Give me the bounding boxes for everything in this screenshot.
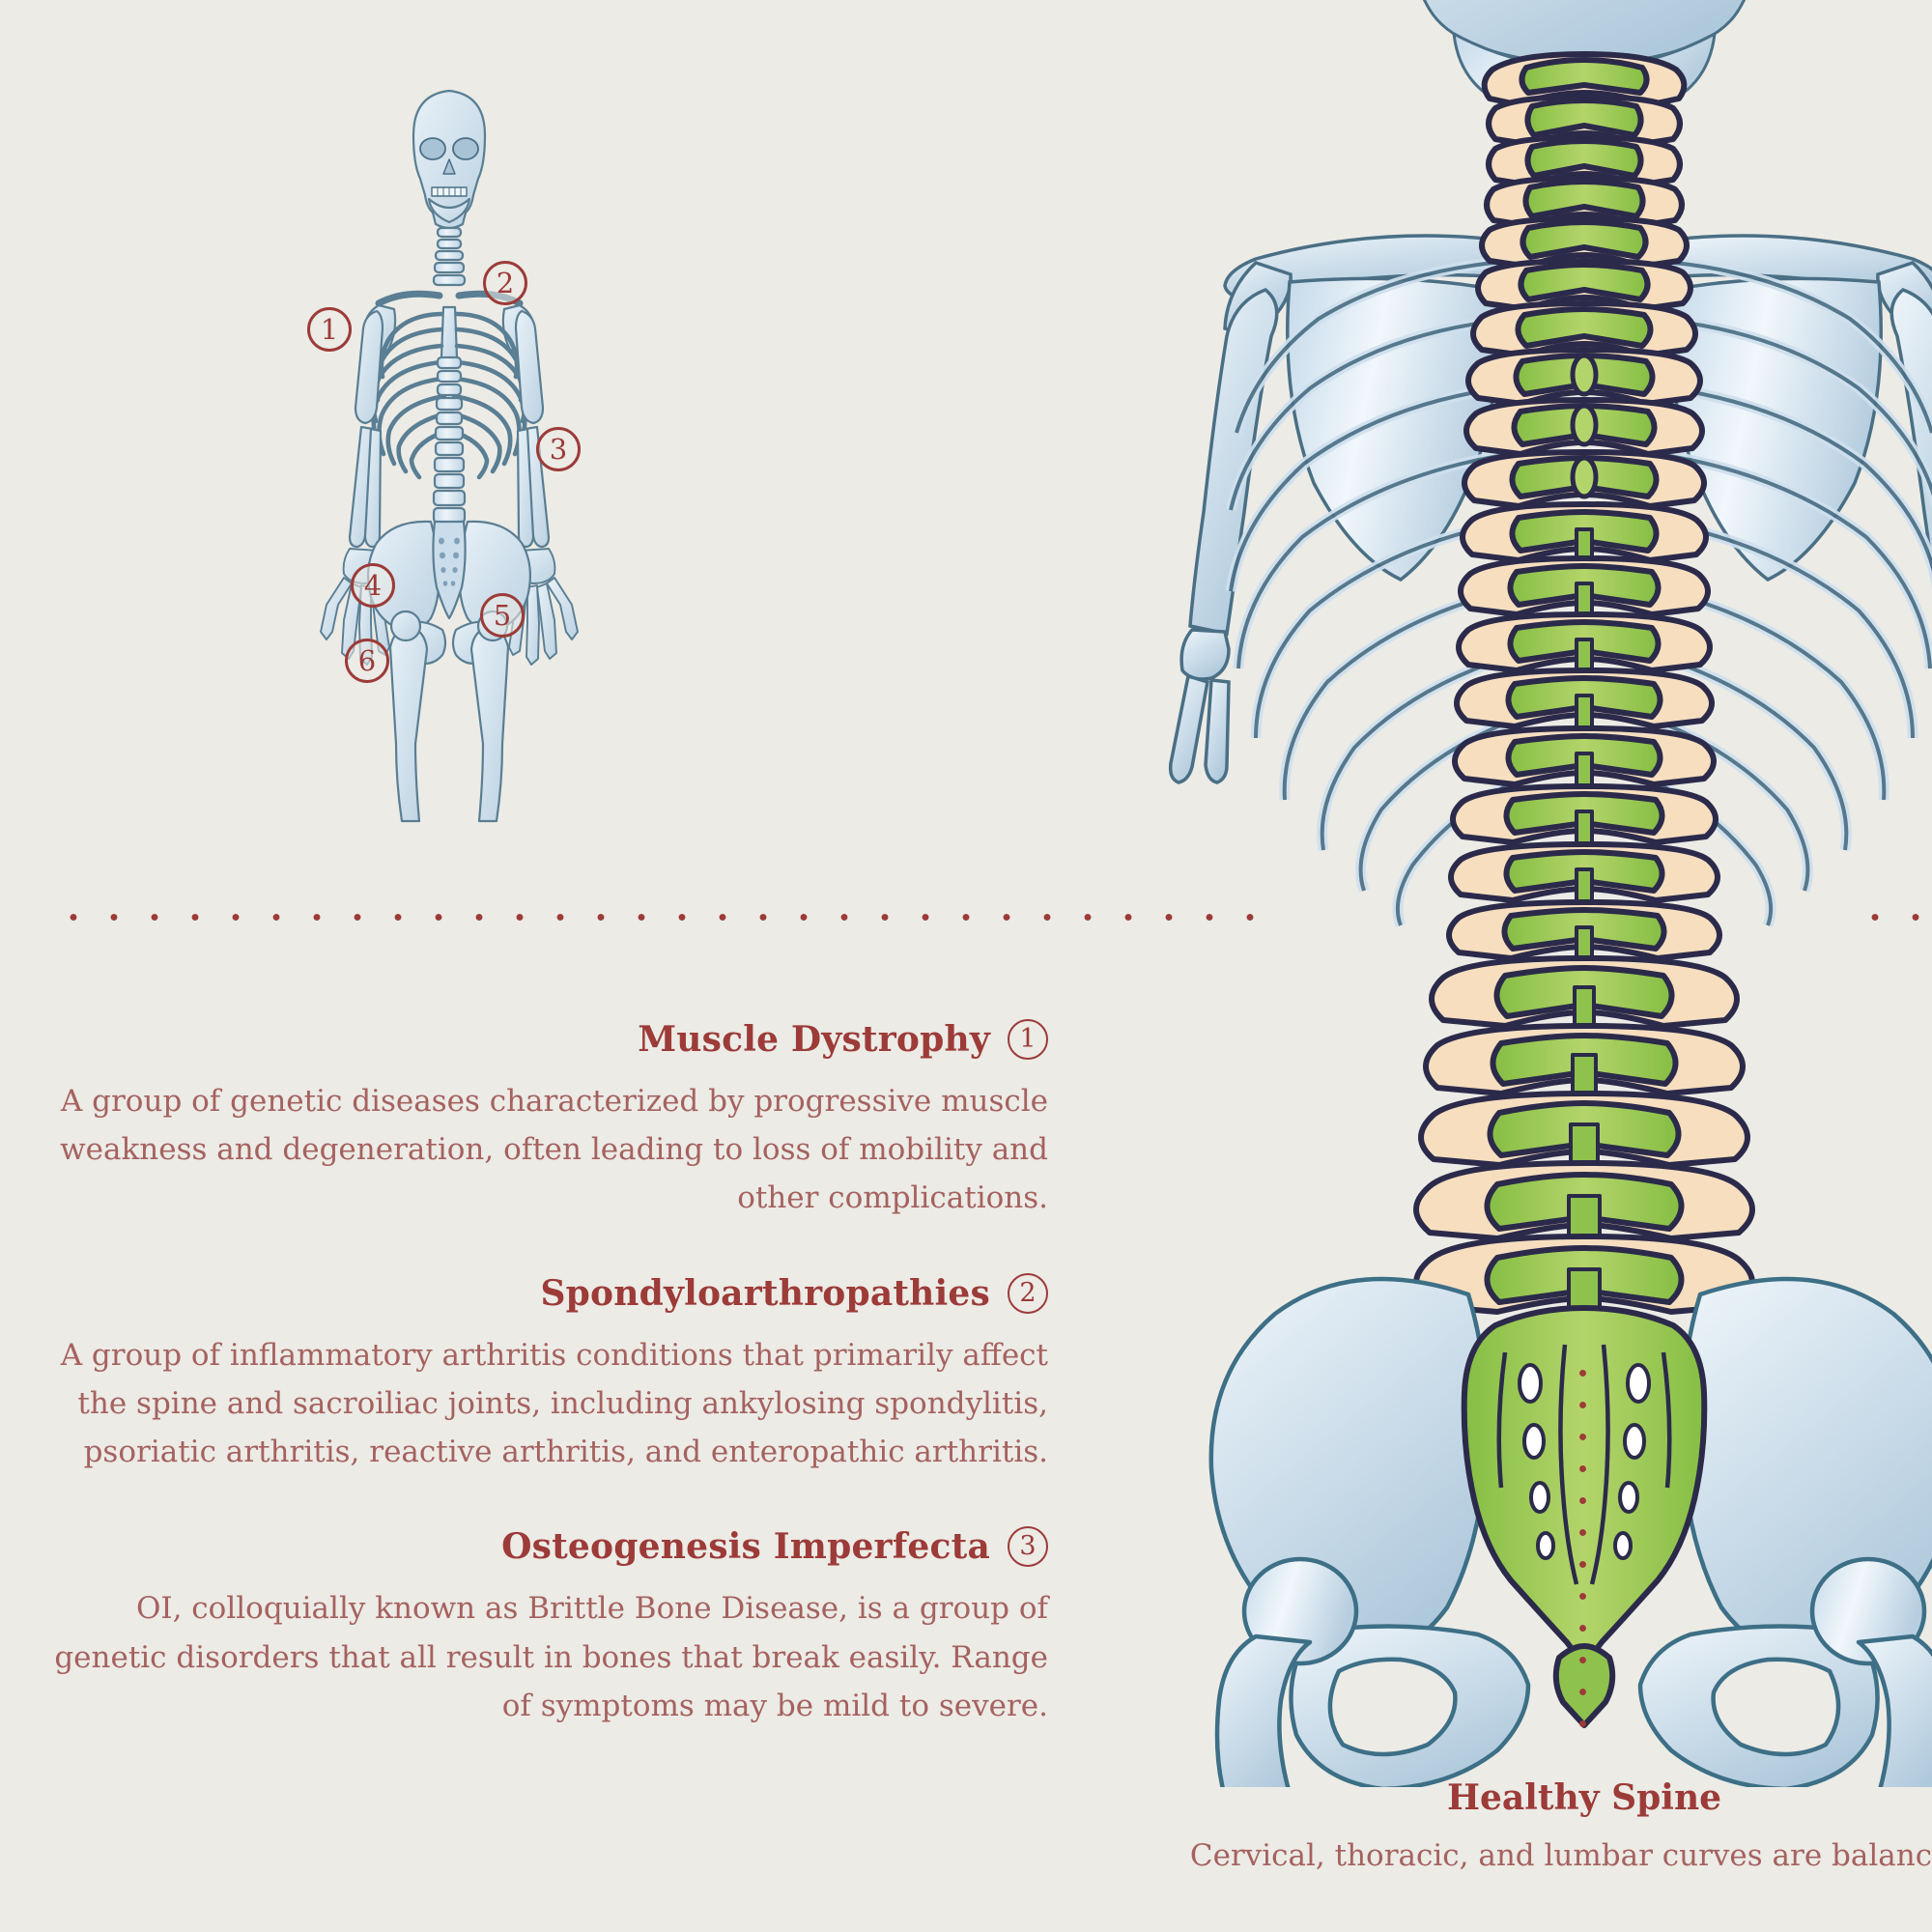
scapulae [1223,261,1932,582]
skeleton-marker-3[interactable]: 3 [536,427,581,471]
pelvis [1208,1276,1932,1787]
marker-3-label: 3 [549,433,568,466]
illustration-section: 1 2 3 4 5 6 [0,0,1932,1787]
conditions-list: Muscle Dystrophy 1 A group of genetic di… [39,1019,1048,1780]
skeleton-svg [320,89,579,823]
skeleton-marker-5[interactable]: 5 [480,593,525,638]
spine-caption-body: Cervical, thoracic, and lumbar curves ar… [1189,1838,1932,1873]
skull [412,89,487,230]
condition-number-badge-2[interactable]: 2 [1008,1272,1048,1314]
section-divider-right [1855,913,1932,922]
right-ulna [516,427,535,549]
thoracolumbar-spine [432,355,467,525]
condition-title-3: Osteogenesis Imperfecta [501,1526,990,1568]
skeleton-marker-4[interactable]: 4 [351,563,395,608]
skeleton-marker-6[interactable]: 6 [345,639,389,683]
condition-number-badge-1[interactable]: 1 [1008,1019,1048,1060]
full-body-skeleton-diagram: 1 2 3 4 5 6 [242,68,744,860]
marker-2-label: 2 [496,267,515,299]
cervical-vertebrae [1470,51,1698,358]
left-femoral-head [389,610,422,642]
condition-body-2: A group of inflammatory arthritis condit… [60,1337,1048,1470]
healthy-spine-diagram [1111,0,1932,1787]
section-divider-left [53,913,1265,922]
skeleton-marker-1[interactable]: 1 [307,307,352,352]
marker-1-label: 1 [320,313,339,346]
condition-body-3: OI, colloquially known as Brittle Bone D… [54,1591,1048,1723]
left-ulna [363,427,383,549]
spine-caption-block: Healthy Spine Cervical, thoracic, and lu… [1140,1777,1932,1880]
condition-title-2: Spondyloarthropathies [540,1272,990,1314]
marker-6-label: 6 [357,644,377,677]
left-humerus [354,309,384,425]
condition-heading-1: Muscle Dystrophy 1 [39,1019,1048,1060]
condition-body-1: A group of genetic diseases characterize… [60,1084,1048,1216]
condition-entry-3: Osteogenesis Imperfecta 3 OI, colloquial… [39,1526,1048,1730]
spine-plumb-line [1578,1357,1587,1739]
spine-caption-title: Healthy Spine [1446,1777,1722,1818]
right-humerus [514,309,545,425]
left-femur [388,624,429,823]
condition-entry-1: Muscle Dystrophy 1 A group of genetic di… [39,1019,1048,1223]
thoracic-vertebrae [1446,347,1722,962]
humeri [1168,288,1932,784]
lumbar-vertebrae [1413,955,1755,1320]
cervical-spine [432,226,467,287]
marker-4-label: 4 [363,569,383,602]
right-femur [469,624,510,823]
ribcage [1225,255,1932,927]
ribcage [371,311,527,480]
condition-entry-2: Spondyloarthropathies 2 A group of infla… [39,1272,1048,1477]
skeleton-marker-2[interactable]: 2 [483,261,527,305]
condition-number-badge-3[interactable]: 3 [1008,1526,1048,1568]
condition-heading-3: Osteogenesis Imperfecta 3 [39,1526,1048,1568]
condition-heading-2: Spondyloarthropathies 2 [39,1272,1048,1314]
spine-svg [1168,0,1932,1787]
condition-title-1: Muscle Dystrophy [638,1019,990,1060]
marker-5-label: 5 [493,599,512,632]
